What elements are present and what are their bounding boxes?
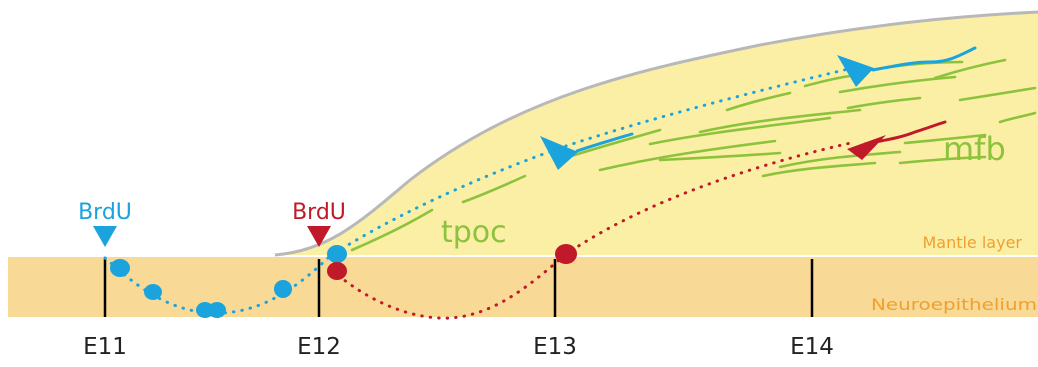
red-neuron <box>847 120 947 160</box>
timepoint-e14: E14 <box>790 334 834 360</box>
down-arrow-icon <box>307 226 331 247</box>
mantle-layer-label: Mantle layer <box>922 233 1022 252</box>
brdu-marker-blue: BrdU <box>78 200 132 247</box>
blue-cells <box>110 245 347 318</box>
timepoint-e11: E11 <box>83 334 127 360</box>
tpoc-label: tpoc <box>441 215 507 250</box>
down-arrow-icon <box>93 226 117 247</box>
neuroepithelium-band <box>8 257 1038 317</box>
blue-neuron-1 <box>540 132 634 170</box>
mantle-layer-region <box>275 12 1038 255</box>
blue-neuron-2 <box>837 46 977 87</box>
brdu-label-blue: BrdU <box>78 200 132 225</box>
neuroepithelium-label: Neuroepithelium <box>871 295 1037 314</box>
mantle-outline <box>274 10 1038 257</box>
brdu-label-red: BrdU <box>292 200 346 225</box>
blue-migration-path <box>103 63 867 315</box>
timepoint-e13: E13 <box>533 334 577 360</box>
red-cells <box>327 244 577 280</box>
brdu-marker-red: BrdU <box>292 200 346 247</box>
timepoint-e12: E12 <box>297 334 341 360</box>
red-migration-path <box>330 140 857 320</box>
mfb-label: mfb <box>943 130 1006 168</box>
